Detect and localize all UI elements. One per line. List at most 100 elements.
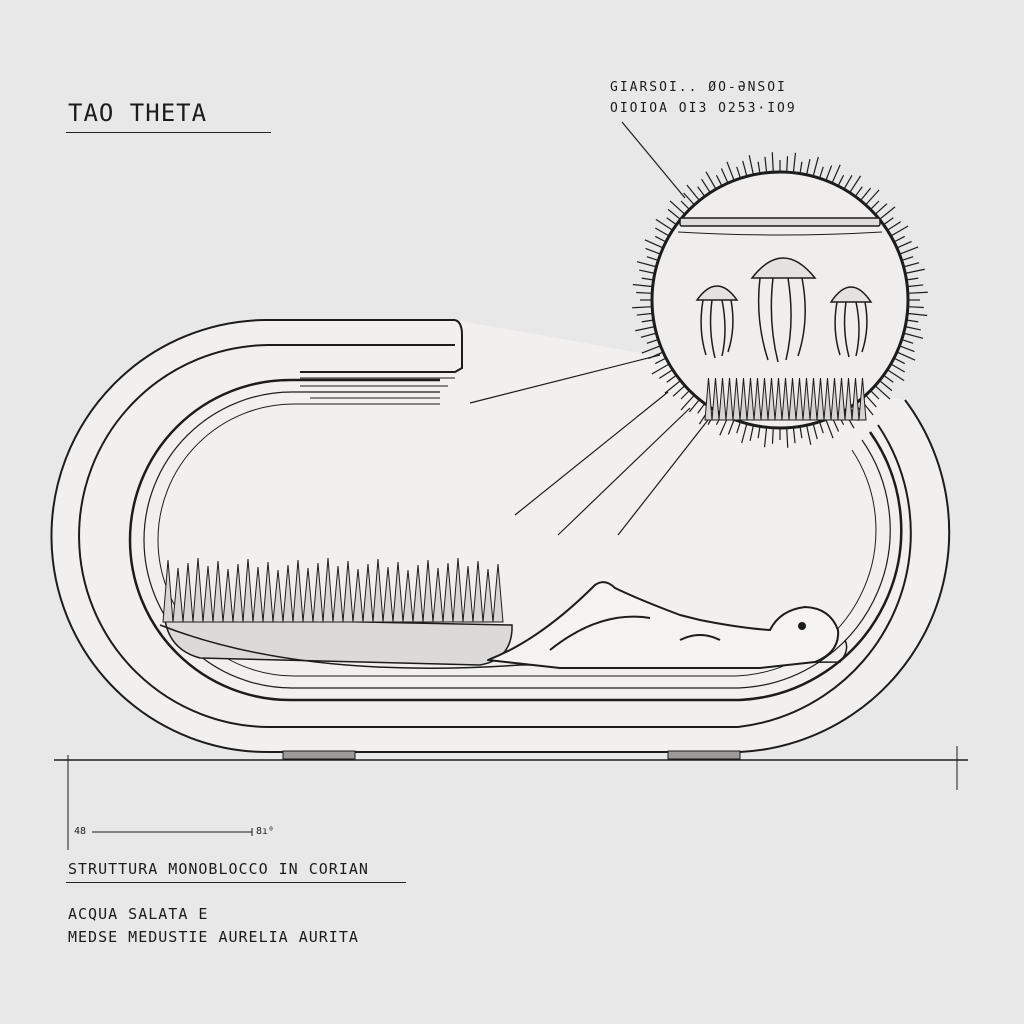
hair-line	[907, 291, 928, 294]
hair-line	[641, 277, 654, 281]
hair-line	[899, 345, 915, 353]
hair-line	[683, 192, 695, 206]
hair-line	[903, 262, 920, 268]
hair-line	[865, 394, 877, 408]
inner-spike	[837, 377, 846, 421]
hair-line	[901, 256, 914, 262]
water-note-line-1: ACQUA SALATA E	[68, 905, 209, 923]
spike	[452, 557, 464, 623]
hair-line	[843, 174, 853, 190]
spike	[382, 566, 394, 623]
structure-note: STRUTTURA MONOBLOCCO IN CORIAN	[68, 860, 369, 878]
hair-line	[907, 312, 928, 317]
callout-leaders	[469, 121, 709, 536]
inner-spike	[844, 377, 853, 421]
hair-line	[764, 156, 768, 173]
hair-line	[890, 363, 906, 373]
dimension-line	[92, 828, 253, 836]
spike	[482, 568, 494, 623]
hair-line	[825, 419, 834, 439]
hair-line	[726, 161, 735, 181]
spike	[392, 561, 404, 623]
hair-line	[646, 256, 659, 262]
inner-spike	[823, 377, 832, 421]
jellyfish-icon	[829, 286, 873, 358]
spike	[222, 568, 234, 623]
spike	[352, 568, 364, 623]
structure-note-underline	[66, 882, 406, 883]
hair-line	[812, 156, 819, 177]
hair-line	[899, 246, 919, 255]
inner-spike	[718, 377, 727, 421]
spike	[472, 560, 484, 623]
hair-line	[874, 385, 891, 400]
inner-spike	[711, 377, 720, 421]
hair-line	[742, 160, 748, 177]
spike	[232, 563, 244, 623]
hair-line	[890, 225, 909, 237]
inner-spike	[795, 377, 804, 421]
hair-line	[680, 200, 690, 210]
hair-line	[907, 306, 924, 309]
inner-spike	[809, 377, 818, 421]
spike	[422, 559, 434, 623]
hair-line	[906, 319, 919, 323]
inner-spike	[788, 377, 797, 421]
inner-spike	[739, 377, 748, 421]
spike	[402, 569, 414, 623]
hair-line	[887, 369, 905, 382]
hair-line	[849, 175, 862, 193]
title-underline	[66, 132, 271, 133]
hair-line	[635, 326, 655, 332]
spike	[462, 565, 474, 623]
hair-line	[697, 403, 706, 414]
hair-line	[672, 385, 686, 397]
spike	[252, 566, 264, 623]
hair-line	[639, 269, 655, 274]
detail-magnifier	[632, 152, 928, 448]
spike	[282, 564, 294, 623]
hair-line	[715, 174, 723, 187]
hair-line	[641, 345, 661, 354]
spike	[492, 563, 504, 623]
inner-spike	[781, 377, 790, 421]
hair-line	[636, 312, 653, 316]
spike	[372, 558, 384, 623]
hair-line	[749, 425, 754, 441]
hair-line	[720, 168, 729, 184]
hair-line	[654, 235, 667, 243]
hair-line	[893, 357, 906, 365]
diagram-title: TAO THETA	[68, 99, 208, 127]
hair-line	[896, 240, 912, 249]
hair-line	[644, 239, 664, 249]
hair-line	[854, 186, 863, 197]
inner-spike	[704, 377, 713, 421]
hair-line	[901, 338, 914, 344]
hair-line	[879, 206, 896, 220]
water-note-line-2: MEDSE MEDUSTIE AURELIA AURITA	[68, 928, 359, 946]
spike	[242, 558, 254, 623]
hair-line	[658, 369, 673, 379]
hair-line	[825, 165, 833, 181]
hair-line	[771, 152, 774, 173]
hair-line	[907, 284, 924, 288]
inner-spike	[760, 377, 769, 421]
spike	[202, 565, 214, 623]
dimension-right-label: 8ı⁰	[256, 826, 275, 837]
hair-line	[669, 200, 686, 215]
base	[54, 746, 968, 850]
spike	[212, 560, 224, 623]
hair-line	[632, 283, 653, 288]
hair-line	[646, 338, 659, 344]
hair-line	[786, 427, 789, 448]
hair-line	[640, 332, 657, 338]
inner-spike	[851, 377, 860, 421]
spike	[182, 562, 194, 623]
jellyfish-icon	[695, 285, 739, 359]
hair-line	[763, 427, 768, 448]
hair-line	[641, 319, 654, 323]
hair-line	[870, 200, 880, 210]
hair-line	[666, 374, 677, 383]
inner-spike	[858, 377, 867, 421]
